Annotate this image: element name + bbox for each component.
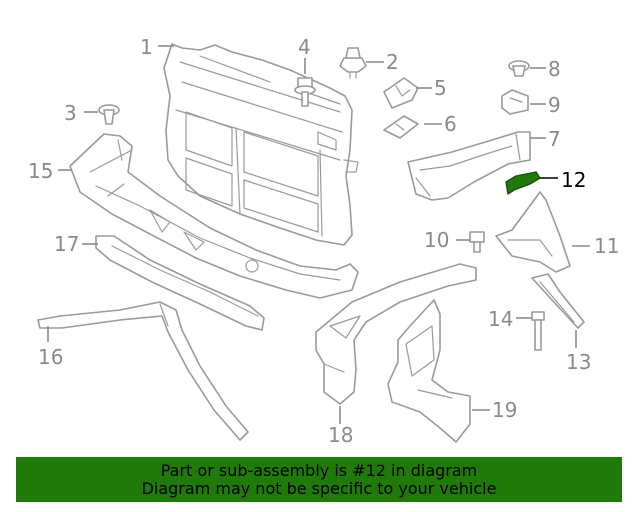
callout-5: 5 [434,76,447,100]
part-13-support-strut [531,273,585,329]
part-18-side-bracket [315,263,477,405]
callout-14: 14 [488,307,513,331]
part-1-grille-frame [163,43,359,246]
callout-2: 2 [386,50,399,74]
callout-17: 17 [54,232,79,256]
part-11-air-guide [495,191,571,273]
callout-6: 6 [444,112,457,136]
callout-18: 18 [328,423,353,447]
part-19-side-panel [387,299,471,443]
part-7-air-duct [407,131,531,201]
part-8-nut [508,60,530,77]
part-17-lower-crossmember [95,235,265,331]
parts-diagram: 1 2 3 4 5 6 7 8 9 10 11 12 13 14 15 16 1… [28,35,619,447]
part-2-clip [339,47,367,79]
part-10-bolt [469,231,485,253]
callout-labels: 1 2 3 4 5 6 7 8 9 10 11 12 13 14 15 16 1… [28,35,619,447]
callout-9: 9 [548,93,561,117]
callout-19: 19 [492,398,517,422]
part-16-lower-brace [37,301,249,441]
callout-7: 7 [548,127,561,151]
banner-line-1: Part or sub-assembly is #12 in diagram [160,461,478,480]
part-6-clip [383,115,419,139]
callout-13: 13 [566,350,591,374]
info-banner: Part or sub-assembly is #12 in diagram D… [16,457,622,502]
callout-11: 11 [594,234,619,258]
part-9-clip-nut [501,89,529,115]
part-15-upper-carrier [69,133,359,299]
part-12-bracket-highlighted [505,171,541,195]
callout-15: 15 [28,159,53,183]
callout-1: 1 [140,35,153,59]
part-5-bracket-clip [383,77,419,109]
callout-10: 10 [424,228,449,252]
callout-3: 3 [64,101,77,125]
part-3-screw [98,104,120,125]
banner-line-2: Diagram may not be specific to your vehi… [141,479,497,498]
part-14-bolt [531,311,545,351]
callout-12-highlighted: 12 [561,168,586,192]
callout-4: 4 [298,35,311,59]
callout-8: 8 [548,57,561,81]
leader-lines [47,45,590,424]
part-4-bolt [294,77,316,107]
callout-16: 16 [38,345,63,369]
